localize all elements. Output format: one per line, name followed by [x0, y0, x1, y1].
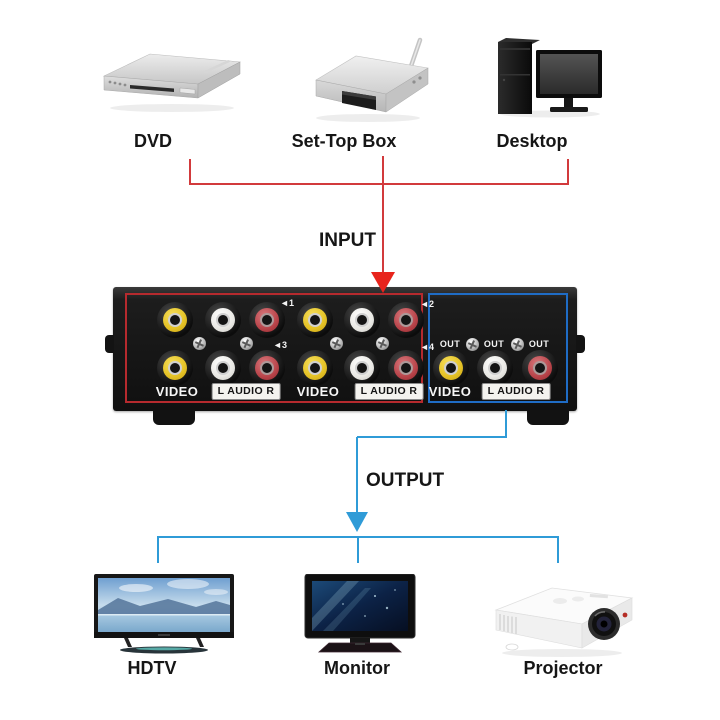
- out-label: OUT: [439, 339, 461, 349]
- rca-jack-audio-l-white: [205, 302, 241, 338]
- rca-jack-audio-l-white: [344, 302, 380, 338]
- video-label: VIDEO: [155, 384, 199, 399]
- screw-icon: [466, 338, 479, 351]
- screw-icon: [376, 337, 389, 350]
- switcher-foot-right: [527, 410, 569, 425]
- rca-jack-video-yellow: [157, 302, 193, 338]
- out-label: OUT: [483, 339, 505, 349]
- rca-jack-audio-r-red: [388, 350, 424, 386]
- device-label-dvd: DVD: [133, 131, 173, 151]
- device-label-desktop: Desktop: [496, 131, 568, 151]
- channel-marker-3: ◄3: [273, 340, 287, 350]
- rca-jack-audio-r-red: [249, 350, 285, 386]
- output-flow-label: OUTPUT: [366, 470, 445, 491]
- screw-icon: [240, 337, 253, 350]
- channel-marker-1: ◄1: [280, 298, 294, 308]
- hdtv-image: [94, 574, 234, 654]
- audio-label: L AUDIO R: [481, 383, 551, 400]
- channel-marker-2: ◄2: [420, 299, 434, 309]
- device-label-set-top-box: Set-Top Box: [291, 131, 397, 151]
- video-label: VIDEO: [296, 384, 340, 399]
- device-label-hdtv: HDTV: [127, 658, 177, 678]
- rca-jack-video-yellow: [297, 302, 333, 338]
- video-label: VIDEO: [428, 384, 472, 399]
- rca-jack-audio-r-red: [522, 350, 558, 386]
- screw-icon: [511, 338, 524, 351]
- device-label-projector: Projector: [523, 658, 603, 678]
- input-flow-label: INPUT: [319, 230, 376, 251]
- mounting-tab-left: [105, 335, 114, 353]
- screw-icon: [193, 337, 206, 350]
- rca-jack-video-yellow: [433, 350, 469, 386]
- output-arrow-icon: [346, 512, 368, 532]
- output-path-blue: [157, 410, 559, 563]
- rca-jack-audio-r-red: [388, 302, 424, 338]
- monitor-image: [304, 574, 416, 653]
- screw-icon: [330, 337, 343, 350]
- av-switcher-box: ◄1 ◄2 ◄3 ◄4 OUT OUT OUT VIDEO L AUDIO R …: [105, 287, 585, 425]
- set-top-box-image: [315, 37, 429, 122]
- rca-jack-audio-r-red: [249, 302, 285, 338]
- projector-image: [494, 587, 634, 657]
- rca-jack-audio-l-white: [205, 350, 241, 386]
- input-bracket-red: [189, 156, 569, 293]
- audio-label: L AUDIO R: [354, 383, 424, 400]
- dvd-player-image: [102, 53, 242, 112]
- switcher-foot-left: [153, 410, 195, 425]
- rca-jack-audio-l-white: [477, 350, 513, 386]
- mounting-tab-right: [576, 335, 585, 353]
- input-section-outline: [125, 293, 423, 403]
- desktop-computer-image: [498, 38, 602, 118]
- rca-jack-video-yellow: [297, 350, 333, 386]
- rca-jack-video-yellow: [157, 350, 193, 386]
- channel-marker-4: ◄4: [420, 342, 434, 352]
- out-label: OUT: [528, 339, 550, 349]
- device-label-monitor: Monitor: [324, 658, 390, 678]
- rca-jack-audio-l-white: [344, 350, 380, 386]
- output-section-outline: [428, 293, 568, 403]
- audio-label: L AUDIO R: [211, 383, 281, 400]
